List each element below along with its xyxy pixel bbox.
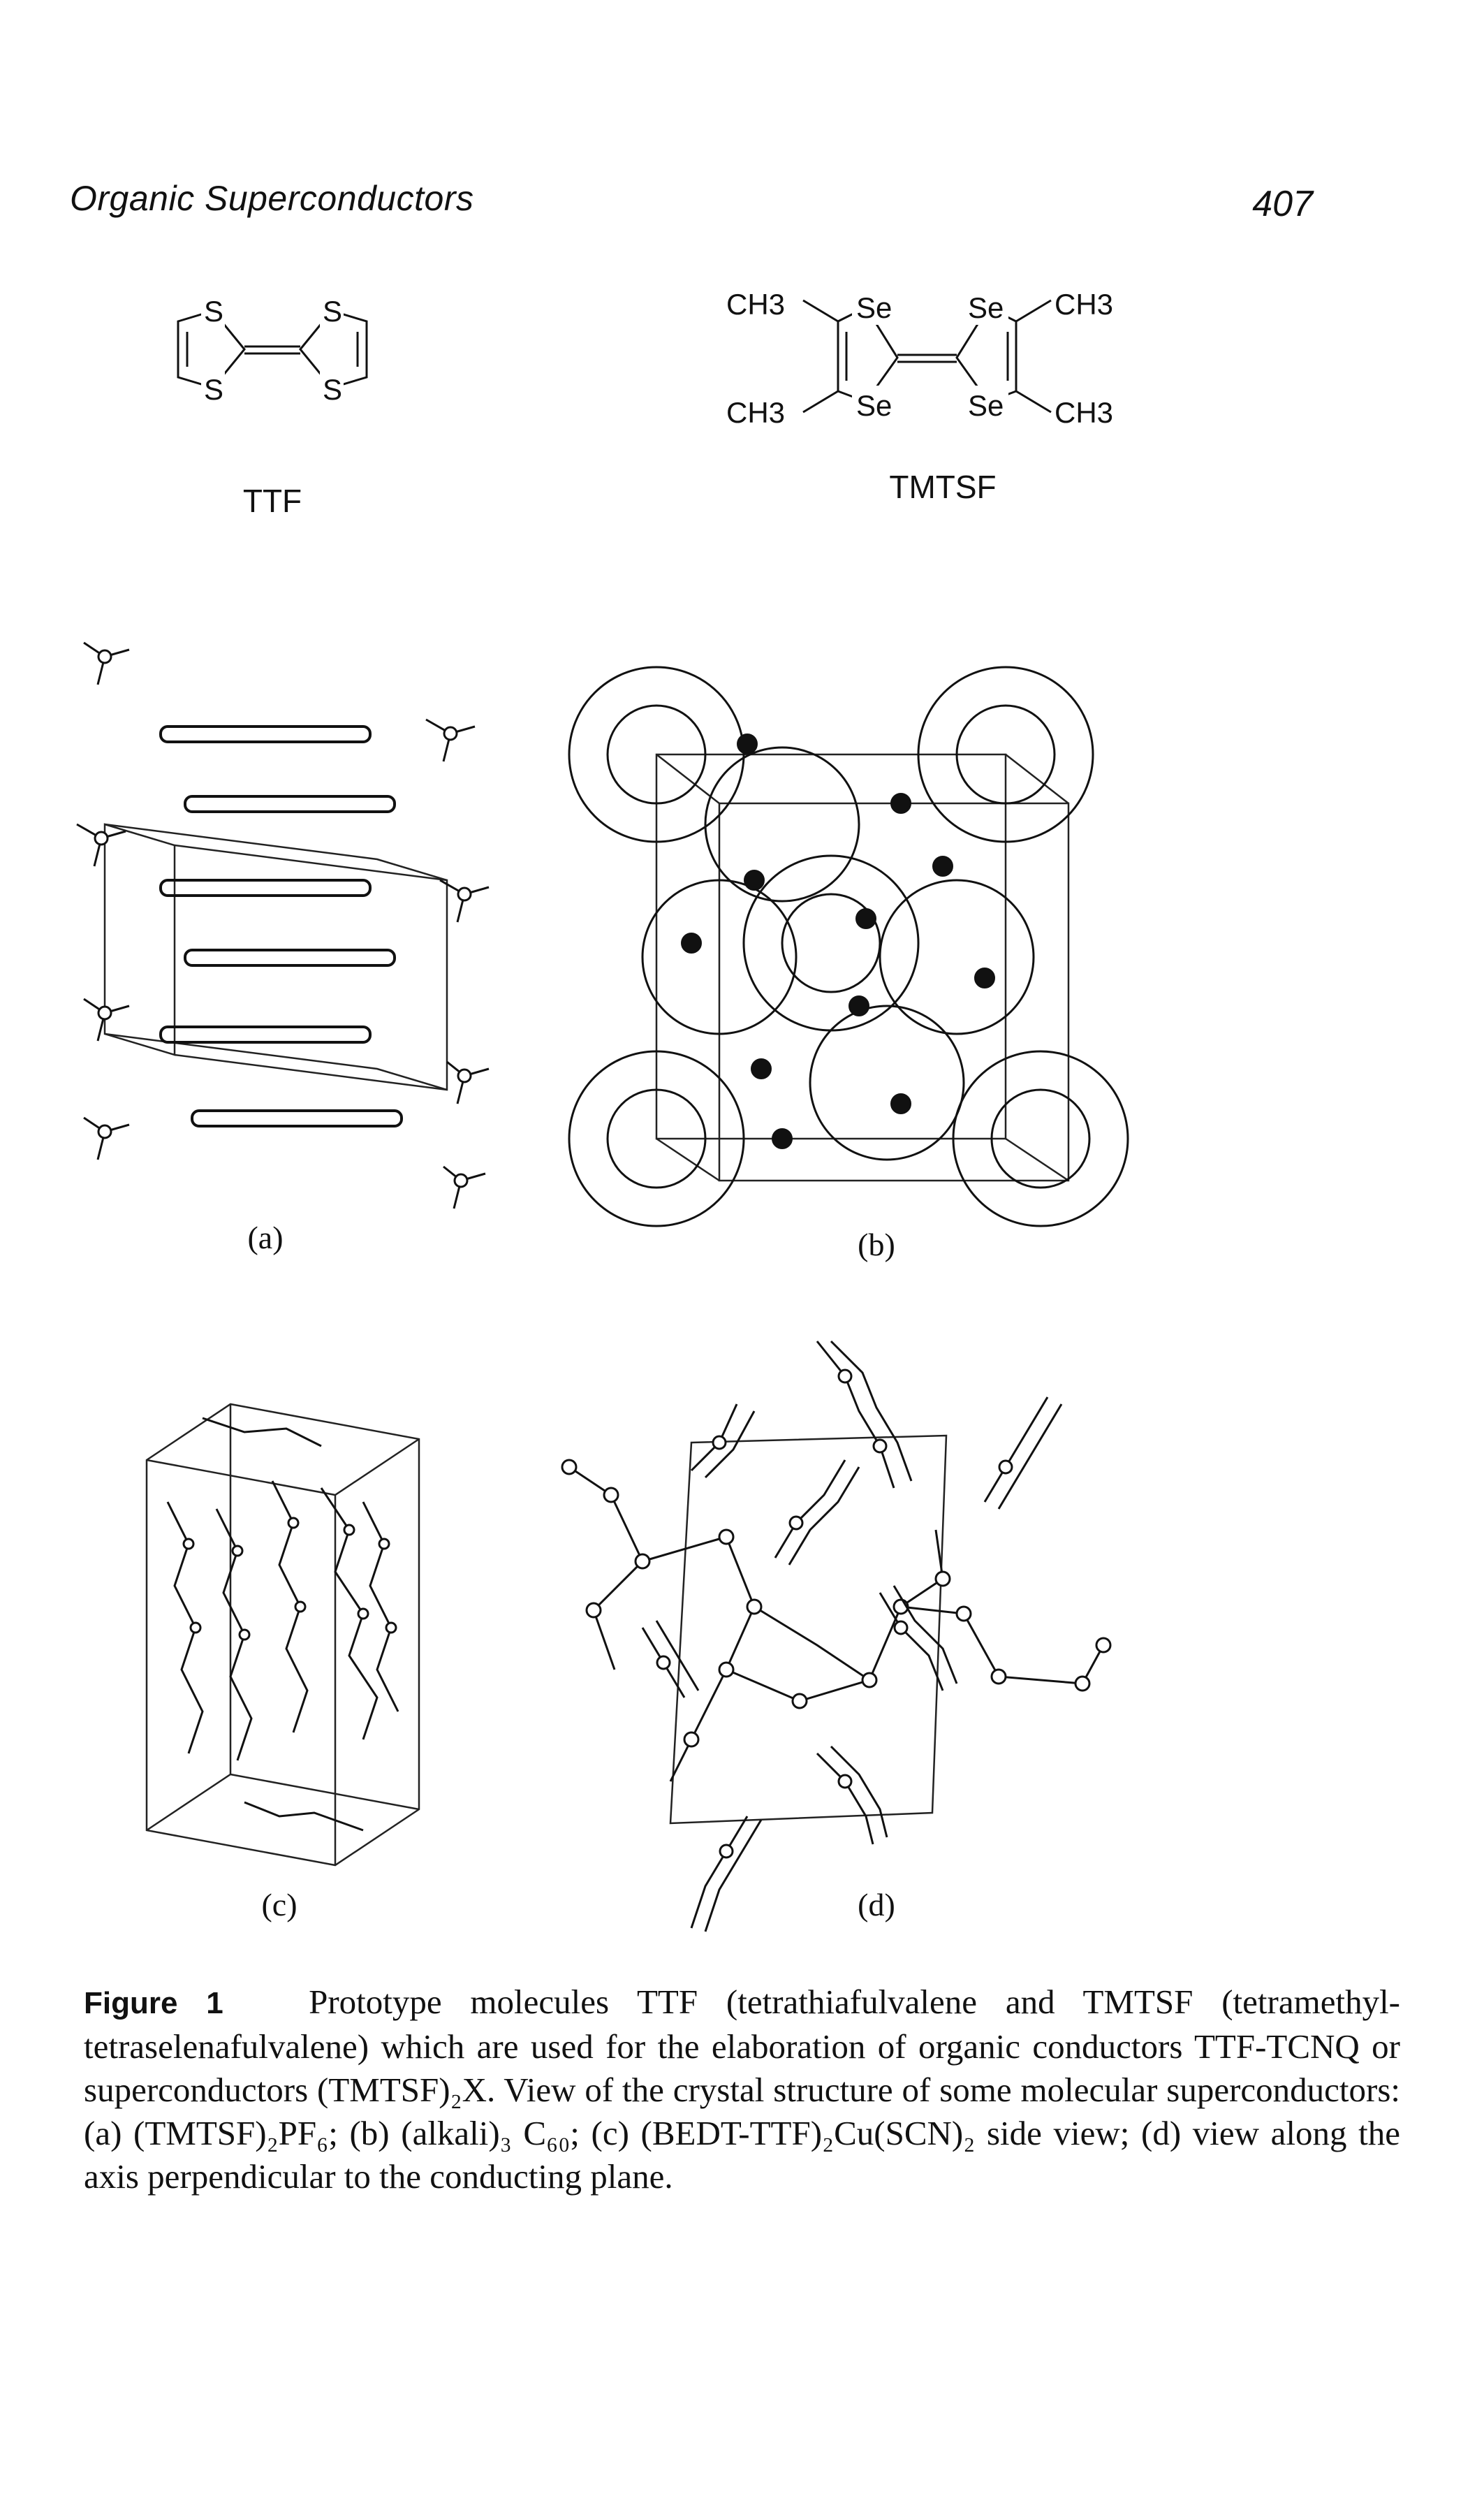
running-title: Organic Superconductors [70, 179, 474, 218]
ttf-label: TTF [242, 483, 302, 519]
tmtsf-se-atom: Se [856, 291, 892, 324]
tmtsf-label: TMTSF [889, 469, 997, 505]
ttf-s-atom: S [204, 373, 223, 406]
ttf-s-atom: S [323, 295, 342, 328]
page-number: 407 [1252, 184, 1313, 224]
pf6-anion [76, 641, 490, 1209]
tmtsf-se-atom: Se [968, 389, 1004, 422]
tmtsf-ch3-group: CH3 [726, 396, 785, 429]
tmtsf-ch3-group: CH3 [726, 288, 785, 321]
caption-text: Prototype molecules TTF (tetrathiafulval… [84, 1983, 1400, 2196]
figure-label: Figure 1 [84, 1986, 223, 2020]
bedt-ttf-dimer [641, 1340, 1063, 1932]
figure-caption: Figure 1 Prototype molecules TTF (tetrat… [84, 1980, 1400, 2198]
bedt-ttf-chain [166, 1480, 399, 1761]
tmtsf-structure: CH3 Se Se CH3 CH3 Se Se CH3 [726, 288, 1113, 429]
tmtsf-se-atom: Se [856, 389, 892, 422]
tmtsf-se-atom: Se [968, 291, 1004, 324]
tmtsf-ch3-group: CH3 [1055, 396, 1113, 429]
panel-label-c: (c) [261, 1887, 297, 1922]
panel-label-a: (a) [247, 1220, 284, 1255]
crystal-structure-b [568, 666, 1129, 1227]
tmtsf-stack [159, 725, 403, 1127]
alkali-ion [681, 734, 995, 1149]
ttf-s-atom: S [204, 295, 223, 328]
crystal-structure-c [145, 1403, 420, 1867]
crystal-structure-a [76, 641, 490, 1209]
c60-cluster [568, 666, 1129, 1227]
crystal-structure-d [561, 1340, 1112, 1932]
panel-label-d: (d) [858, 1887, 895, 1922]
anion-network [561, 1459, 1112, 1782]
panel-label-b: (b) [858, 1227, 895, 1262]
ttf-s-atom: S [323, 373, 342, 406]
anion-layer [202, 1417, 364, 1832]
ttf-structure: S S S S [177, 293, 368, 406]
tmtsf-ch3-group: CH3 [1055, 288, 1113, 321]
